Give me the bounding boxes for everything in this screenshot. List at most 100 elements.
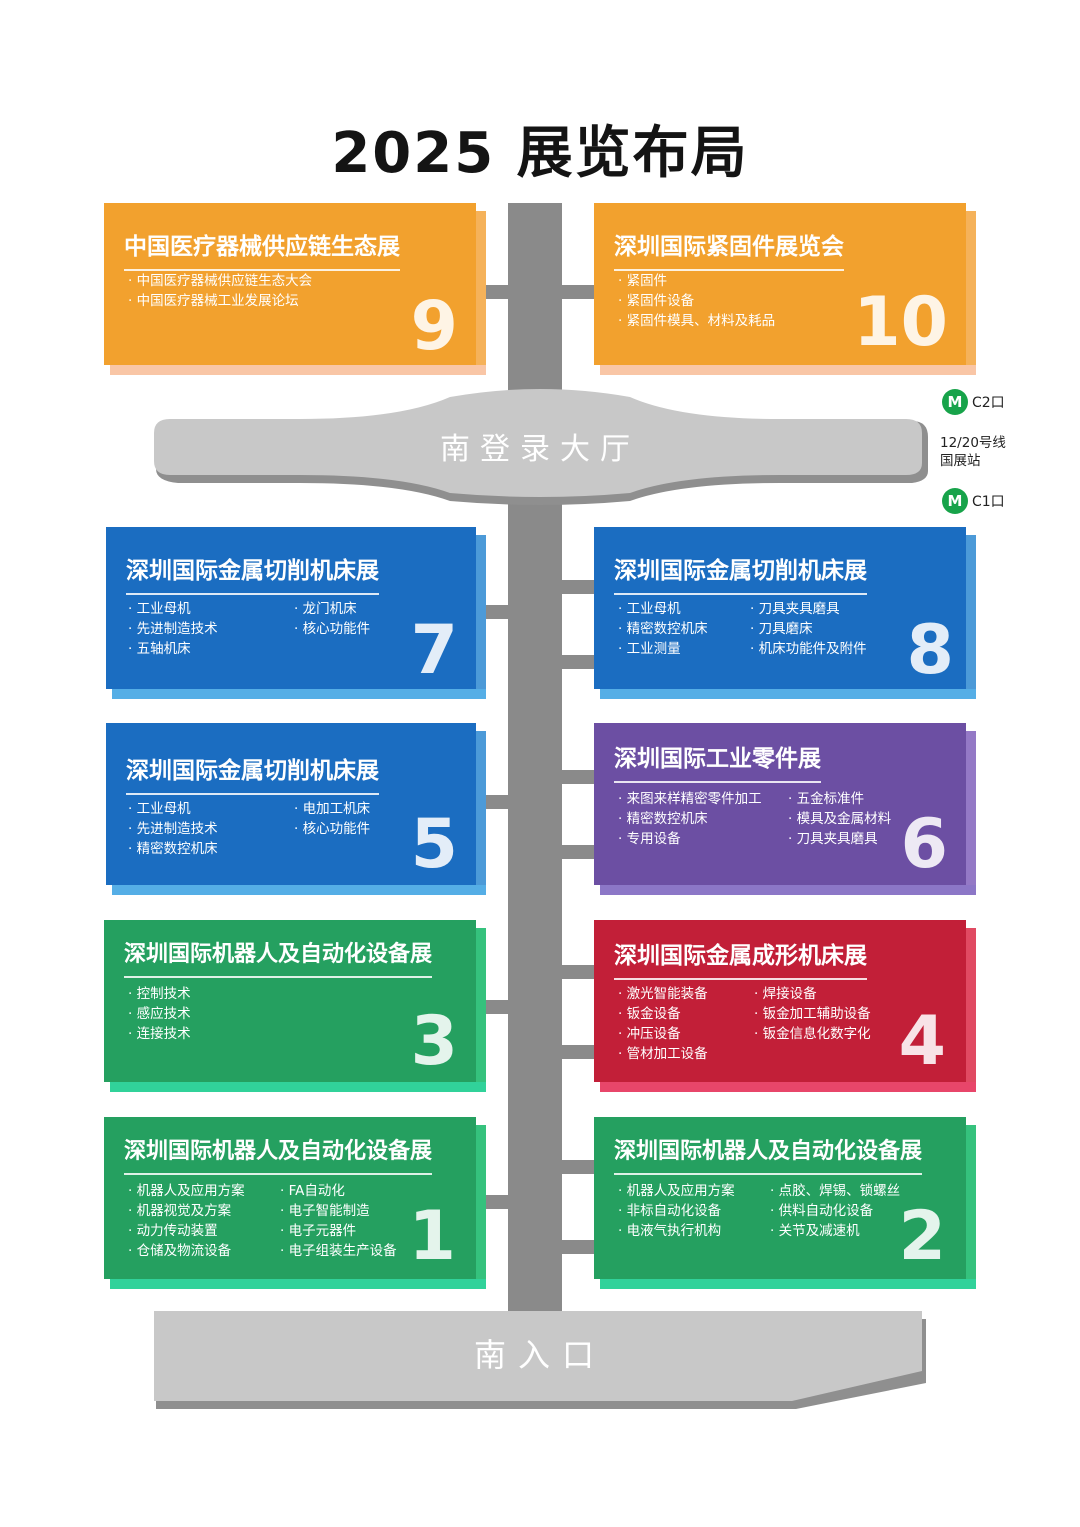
- hall-9-number: 9: [410, 287, 458, 366]
- hall-7[interactable]: 深圳国际金属切削机床展 工业母机 先进制造技术 五轴机床 龙门机床 核心功能件 …: [106, 527, 486, 699]
- hall-1-edge: [110, 1279, 486, 1289]
- hall-6-edge: [600, 885, 976, 895]
- exhibit-item: 动力传动装置: [128, 1221, 245, 1241]
- exhibit-item: 管材加工设备: [618, 1044, 708, 1064]
- metro-station-name: 国展站: [940, 453, 981, 469]
- walkway-connector: [485, 605, 509, 619]
- exhibit-item: 机床功能件及附件: [750, 639, 867, 659]
- hall-8[interactable]: 深圳国际金属切削机床展 工业母机 精密数控机床 工业测量 刀具夹具磨具 刀具磨床…: [594, 527, 976, 699]
- walkway-connector: [561, 1240, 595, 1254]
- walkway-connector: [561, 770, 595, 784]
- hall-7-number: 7: [410, 611, 458, 690]
- exhibit-item: 刀具夹具磨具: [750, 599, 867, 619]
- exhibit-item: 紧固件设备: [618, 291, 775, 311]
- hall-5-list-right: 电加工机床 核心功能件: [294, 799, 371, 839]
- hall-4-title: 深圳国际金属成形机床展: [614, 936, 867, 980]
- hall-1-list-left: 机器人及应用方案 机器视觉及方案 动力传动装置 仓储及物流设备: [128, 1181, 245, 1261]
- hall-4-list-left: 激光智能装备 钣金设备 冲压设备 管材加工设备: [618, 984, 708, 1064]
- exhibit-item: 点胶、焊锡、锁螺丝: [770, 1181, 901, 1201]
- exhibit-item: 核心功能件: [294, 619, 371, 639]
- exhibit-item: 激光智能装备: [618, 984, 708, 1004]
- metro-exit-label: C2口: [972, 395, 1005, 411]
- hall-6-list-right: 五金标准件 模具及金属材料 刀具夹具磨具: [788, 789, 892, 849]
- hall-8-number: 8: [906, 611, 954, 690]
- walkway-connector: [561, 1045, 595, 1059]
- metro-station: 12/20号线 国展站: [940, 434, 1006, 470]
- hall-7-edge: [112, 689, 486, 699]
- hall-10-list: 紧固件 紧固件设备 紧固件模具、材料及耗品: [618, 271, 776, 331]
- walkway-connector: [485, 1195, 509, 1209]
- walkway-connector: [561, 580, 595, 594]
- exhibit-item: 钣金信息化数字化: [754, 1024, 871, 1044]
- hall-10-title: 深圳国际紧固件展览会: [614, 227, 844, 271]
- hall-1-number: 1: [408, 1197, 456, 1276]
- exhibit-item: 工业测量: [618, 639, 708, 659]
- hall-4[interactable]: 深圳国际金属成形机床展 激光智能装备 钣金设备 冲压设备 管材加工设备 焊接设备…: [594, 920, 976, 1092]
- metro-line: 12/20号线: [940, 435, 1006, 451]
- hall-2-title: 深圳国际机器人及自动化设备展: [614, 1133, 923, 1175]
- hall-3[interactable]: 深圳国际机器人及自动化设备展 控制技术 感应技术 连接技术 3: [104, 920, 486, 1092]
- exhibit-item: 中国医疗器械工业发展论坛: [128, 291, 312, 311]
- hall-10[interactable]: 深圳国际紧固件展览会 紧固件 紧固件设备 紧固件模具、材料及耗品 10: [594, 203, 976, 375]
- walkway-connector: [485, 1000, 509, 1014]
- exhibit-item: 非标自动化设备: [618, 1201, 735, 1221]
- hall-10-edge: [600, 365, 976, 375]
- metro-exit-c1: M C1口: [942, 488, 1005, 514]
- page-title: 2025 展览布局: [331, 121, 749, 186]
- hall-7-title: 深圳国际金属切削机床展: [126, 551, 379, 595]
- exhibit-item: 刀具磨床: [750, 619, 867, 639]
- exhibit-item: 先进制造技术: [128, 619, 218, 639]
- hall-10-side: [966, 211, 976, 365]
- hall-9[interactable]: 中国医疗器械供应链生态展 中国医疗器械供应链生态大会 中国医疗器械工业发展论坛 …: [104, 203, 486, 375]
- exhibit-item: 工业母机: [128, 599, 218, 619]
- exhibit-item: 机器人及应用方案: [128, 1181, 245, 1201]
- hall-1-side: [476, 1125, 486, 1279]
- south-lobby: [154, 389, 928, 505]
- hall-4-number: 4: [898, 1002, 946, 1081]
- hall-9-title: 中国医疗器械供应链生态展: [124, 227, 400, 271]
- hall-2-list-left: 机器人及应用方案 非标自动化设备 电液气执行机构: [618, 1181, 735, 1241]
- exhibit-item: 精密数控机床: [128, 839, 218, 859]
- walkway-connector: [485, 285, 509, 299]
- south-lobby-label: 南登录大厅: [440, 432, 640, 467]
- exhibit-item: FA自动化: [280, 1181, 397, 1201]
- hall-1[interactable]: 深圳国际机器人及自动化设备展 机器人及应用方案 机器视觉及方案 动力传动装置 仓…: [104, 1117, 486, 1289]
- hall-5-number: 5: [410, 805, 458, 884]
- hall-2-number: 2: [898, 1197, 946, 1276]
- exhibit-item: 紧固件模具、材料及耗品: [618, 311, 776, 331]
- hall-2-list-right: 点胶、焊锡、锁螺丝 供料自动化设备 关节及减速机: [770, 1181, 901, 1241]
- walkway-connector: [561, 845, 595, 859]
- hall-5-title: 深圳国际金属切削机床展: [126, 751, 379, 795]
- exhibit-item: 钣金加工辅助设备: [754, 1004, 871, 1024]
- exhibit-item: 中国医疗器械供应链生态大会: [128, 271, 313, 291]
- hall-5[interactable]: 深圳国际金属切削机床展 工业母机 先进制造技术 精密数控机床 电加工机床 核心功…: [106, 723, 486, 895]
- hall-6[interactable]: 深圳国际工业零件展 来图来样精密零件加工 精密数控机床 专用设备 五金标准件 模…: [594, 723, 976, 895]
- hall-2-side: [966, 1125, 976, 1279]
- exhibit-item: 感应技术: [128, 1004, 191, 1024]
- exhibit-item: 冲压设备: [618, 1024, 708, 1044]
- exhibit-item: 先进制造技术: [128, 819, 218, 839]
- hall-8-side: [966, 535, 976, 689]
- exhibit-item: 控制技术: [128, 984, 191, 1004]
- hall-9-list: 中国医疗器械供应链生态大会 中国医疗器械工业发展论坛: [128, 271, 313, 311]
- hall-1-title: 深圳国际机器人及自动化设备展: [124, 1133, 433, 1175]
- exhibit-item: 仓储及物流设备: [128, 1241, 245, 1261]
- central-walkway: [508, 203, 562, 1315]
- hall-6-list-left: 来图来样精密零件加工 精密数控机床 专用设备: [618, 789, 762, 849]
- hall-9-edge: [110, 365, 486, 375]
- exhibit-item: 专用设备: [618, 829, 762, 849]
- hall-6-title: 深圳国际工业零件展: [614, 739, 821, 783]
- hall-4-list-right: 焊接设备 钣金加工辅助设备 钣金信息化数字化: [754, 984, 871, 1044]
- walkway-connector: [561, 965, 595, 979]
- hall-3-number: 3: [410, 1002, 458, 1081]
- hall-10-number: 10: [853, 283, 948, 362]
- exhibit-item: 电子组装生产设备: [280, 1241, 397, 1261]
- exhibit-item: 电子元器件: [280, 1221, 397, 1241]
- hall-2[interactable]: 深圳国际机器人及自动化设备展 机器人及应用方案 非标自动化设备 电液气执行机构 …: [594, 1117, 976, 1289]
- hall-1-list-right: FA自动化 电子智能制造 电子元器件 电子组装生产设备: [280, 1181, 397, 1261]
- hall-5-list-left: 工业母机 先进制造技术 精密数控机床: [128, 799, 218, 859]
- exhibit-item: 机器人及应用方案: [618, 1181, 735, 1201]
- hall-3-edge: [110, 1082, 486, 1092]
- exhibit-item: 精密数控机床: [618, 619, 708, 639]
- exhibit-item: 电子智能制造: [280, 1201, 397, 1221]
